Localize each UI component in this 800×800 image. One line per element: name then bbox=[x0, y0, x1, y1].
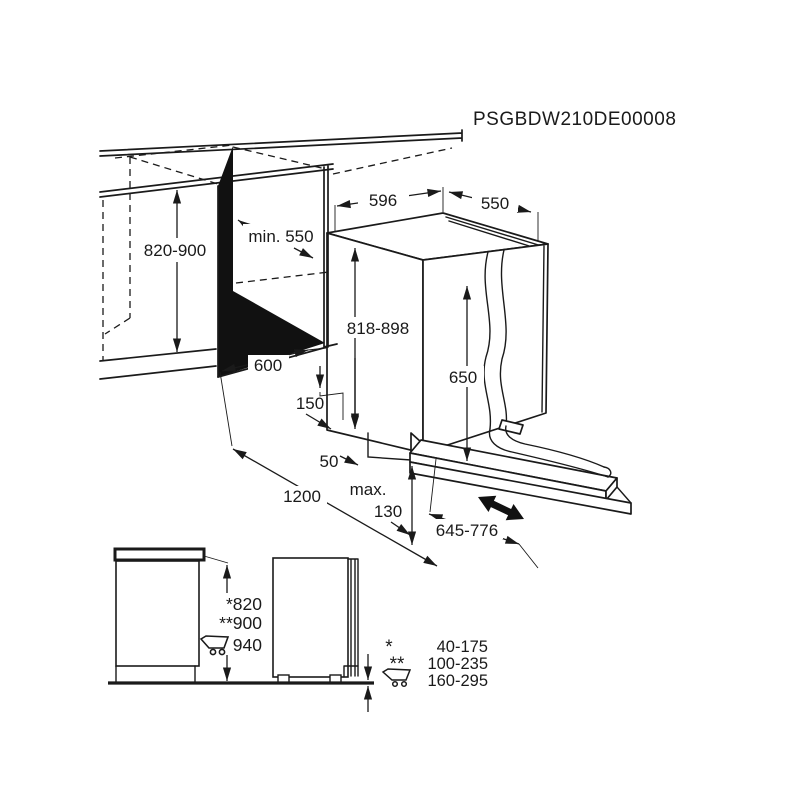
open-door-depth-label: 645-776 bbox=[436, 521, 498, 540]
shopping-cart-icon bbox=[381, 668, 412, 688]
door-slide-arrow bbox=[478, 495, 524, 521]
dim-niche-depth: min. 550 bbox=[237, 219, 320, 259]
dim-door-depth: 550 bbox=[448, 191, 539, 241]
dishwasher-isometric bbox=[326, 212, 632, 515]
drain-hose bbox=[488, 428, 609, 478]
legend-range-double-star: 100-235 bbox=[427, 655, 488, 673]
side-gap-label: 50 bbox=[320, 452, 339, 471]
worktop-height-940-label: 940 bbox=[233, 635, 262, 655]
dishwasher-side-face bbox=[326, 232, 424, 454]
hose-break-line bbox=[499, 249, 508, 427]
dishwasher-front-face bbox=[422, 243, 549, 454]
hose-break-line bbox=[483, 251, 492, 430]
height-adjustment-legend: * 40-175 ** 100-235 160-295 bbox=[381, 637, 488, 690]
appliance-height-label: 818-898 bbox=[347, 319, 409, 338]
plinth-recess-label-value: 130 bbox=[374, 502, 402, 521]
dim-niche-height: 820-900 bbox=[144, 190, 206, 352]
dim-plinth-recess: max. 130 bbox=[350, 466, 417, 545]
shopping-cart-icon bbox=[199, 635, 230, 656]
drain-hose bbox=[505, 425, 605, 468]
dim-front-clearance: 1200 bbox=[219, 371, 438, 567]
dim-appliance-width: 596 bbox=[334, 187, 444, 232]
cabinet-side-view: *820 **900 940 bbox=[113, 547, 262, 683]
drawing-code-label: PSGBDW210DE00008 bbox=[473, 109, 676, 130]
legend-symbol-double-star: ** bbox=[390, 654, 405, 675]
cabinet-body-side bbox=[115, 560, 200, 667]
plinth-recess-label-max: max. bbox=[350, 480, 387, 499]
worktop-height-900-label: **900 bbox=[219, 613, 262, 633]
furniture-panel-side bbox=[347, 558, 359, 677]
kitchen-counter-and-niche bbox=[99, 129, 463, 380]
legend-symbol-star: * bbox=[385, 637, 393, 658]
niche-width-label: 600 bbox=[254, 356, 282, 375]
dim-hose-outlet: 150 bbox=[296, 366, 344, 430]
legend-range-star: 40-175 bbox=[437, 638, 488, 656]
niche-opening-shadow bbox=[218, 146, 325, 377]
legend-range-cart: 160-295 bbox=[427, 672, 488, 690]
niche-depth-label: min. 550 bbox=[248, 227, 313, 246]
dim-niche-width: 600 bbox=[221, 347, 327, 375]
dishwasher-body-side bbox=[272, 557, 349, 678]
dim-open-door: 645-776 bbox=[428, 458, 539, 569]
dishwasher-side-view bbox=[272, 557, 373, 712]
front-clearance-label: 1200 bbox=[283, 487, 321, 506]
worktop-side bbox=[113, 547, 206, 562]
appliance-width-label: 596 bbox=[369, 191, 397, 210]
hose-outlet-label: 150 bbox=[296, 394, 324, 413]
niche-height-label: 820-900 bbox=[144, 241, 206, 260]
niche-side-panel bbox=[323, 165, 338, 348]
door-depth-label: 550 bbox=[481, 194, 509, 213]
worktop-height-820-label: *820 bbox=[226, 594, 262, 614]
door-height-label: 650 bbox=[449, 368, 477, 387]
dim-door-height: 650 bbox=[443, 286, 484, 461]
